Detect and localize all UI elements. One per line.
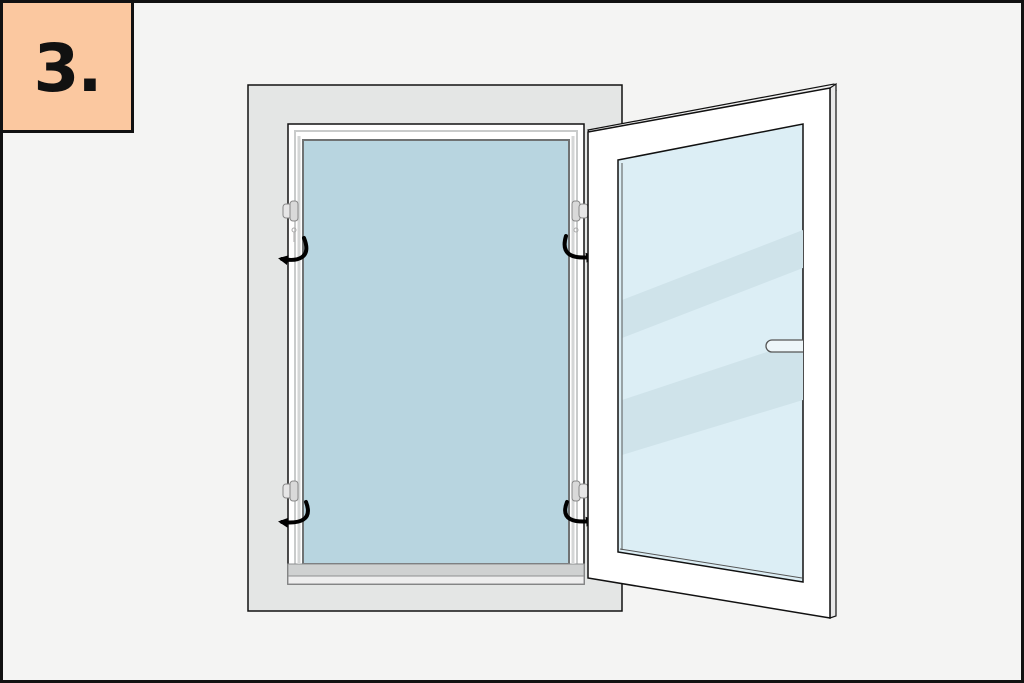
fixing-clip-icon [282,200,299,242]
fixing-clip-icon [571,200,589,233]
curved-arrow-icon [278,500,310,528]
fixing-clip-icon [282,480,299,502]
fixing-clip-icon [571,480,589,502]
screen-bottom-rail-edge [287,575,585,585]
screen-bottom-rail [287,563,585,577]
step-badge: 3. [3,3,134,133]
glass-glare [622,230,803,338]
fly-screen-mesh [302,139,570,565]
step-number: 3. [33,30,103,107]
glass-glare [622,340,803,455]
curved-arrow-icon [278,236,309,266]
open-sash-glass [617,123,804,583]
window-diagram [247,82,837,619]
window-handle[interactable] [765,339,803,353]
glass-bead-bottom [619,548,803,579]
open-sash-side [829,82,837,619]
